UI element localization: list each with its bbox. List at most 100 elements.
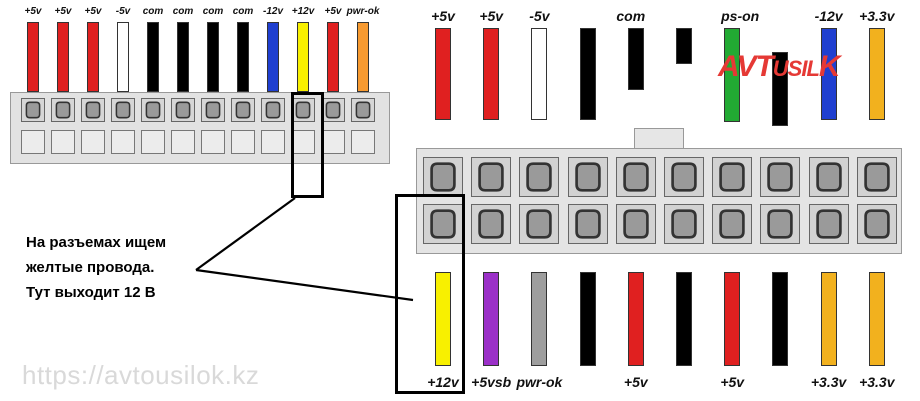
left-pin (351, 98, 375, 122)
left-wire-label: +5v (54, 6, 72, 17)
right-top-wire-label: -5v (529, 8, 550, 24)
right-bottom-wire-label: +5vsb (471, 374, 512, 390)
right-pin (664, 157, 704, 197)
left-wire (87, 22, 99, 92)
right-bottom-wire (772, 272, 789, 366)
left-wire-label: pwr-ok (346, 6, 380, 17)
right-bottom-wire (820, 272, 837, 366)
right-pin (567, 204, 608, 244)
left-pin-slot (261, 130, 285, 154)
left-wire (117, 22, 129, 92)
left-wire-label: com (142, 6, 164, 17)
right-bottom-wire-label: +12v (427, 374, 459, 390)
left-pin-slot (231, 130, 255, 154)
right-bottom-wire (676, 272, 692, 366)
left-wire-label: -12v (262, 6, 283, 17)
left-wire-label: +5v (84, 6, 102, 17)
right-bottom-wire-label: +5v (720, 374, 745, 390)
left-pin (261, 98, 285, 122)
left-wire-label: com (232, 6, 254, 17)
right-top-wire-label: +5v (431, 8, 455, 24)
brand-logo: AVTUSILK (718, 50, 841, 84)
left-wire (27, 22, 39, 92)
left-pin (201, 98, 225, 122)
left-pin (291, 98, 315, 122)
right-pin (615, 204, 656, 244)
left-pin-slot (21, 130, 45, 154)
right-pin (712, 204, 753, 244)
right-pin (423, 204, 463, 244)
right-top-wire (772, 52, 789, 126)
right-pin (519, 204, 560, 244)
left-pin (321, 98, 345, 122)
left-pin (111, 98, 135, 122)
left-wire (147, 22, 159, 92)
right-top-wire-label: com (616, 8, 646, 24)
right-bottom-wire-label: +3.3v (859, 374, 895, 390)
left-wire (237, 22, 249, 92)
left-wire (267, 22, 279, 92)
right-bottom-wire (627, 272, 644, 366)
right-top-wire (627, 28, 644, 90)
right-pin (471, 157, 512, 197)
pointer-line-left (195, 197, 296, 271)
left-pin-slot (111, 130, 135, 154)
right-top-wire (820, 28, 837, 120)
right-bottom-wire (724, 272, 741, 366)
right-pin (712, 157, 753, 197)
right-bottom-wire (579, 272, 596, 366)
right-pin (664, 204, 704, 244)
logo-part2: USIL (772, 56, 820, 81)
right-top-wire-label: +3.3v (859, 8, 895, 24)
left-wire-label: +12v (291, 6, 315, 17)
right-bottom-wire (531, 272, 548, 366)
left-pin-slot (81, 130, 105, 154)
left-wire (357, 22, 369, 92)
right-bottom-wire-label: +5v (623, 374, 648, 390)
pointer-line-right (195, 268, 414, 302)
right-pin (808, 204, 849, 244)
left-pin-slot (141, 130, 165, 154)
right-pin (808, 157, 849, 197)
right-bottom-wire-label: +3.3v (810, 374, 847, 390)
left-wire (327, 22, 339, 92)
right-pin (760, 157, 801, 197)
right-top-wire (868, 28, 885, 120)
right-top-wire (724, 28, 741, 122)
right-pin (615, 157, 656, 197)
right-yellow-highlight (395, 194, 465, 394)
left-wire-label: +5v (24, 6, 42, 17)
left-wire-label: -5v (115, 6, 131, 17)
right-pin (856, 157, 897, 197)
left-wire-label: com (202, 6, 224, 17)
instruction-note: На разъемах ищем желтые провода. Тут вых… (26, 234, 167, 301)
left-wire (177, 22, 189, 92)
left-wire (297, 22, 309, 92)
left-pin (141, 98, 165, 122)
left-yellow-highlight (291, 92, 324, 198)
right-pin (760, 204, 801, 244)
logo-part3: K (818, 50, 841, 83)
right-top-wire-label: ps-on (721, 8, 760, 24)
left-pin (81, 98, 105, 122)
right-pin (856, 204, 897, 244)
right-pin (519, 157, 560, 197)
right-top-wire (579, 28, 596, 120)
left-pin (171, 98, 195, 122)
right-top-wire-label: -12v (814, 8, 843, 24)
left-wire-label: com (172, 6, 194, 17)
right-pin (423, 157, 463, 197)
right-top-wire (435, 28, 451, 120)
right-bottom-wire (483, 272, 500, 366)
right-bottom-wire-label: pwr-ok (516, 374, 563, 390)
left-pin-slot (171, 130, 195, 154)
left-wire-label: +5v (324, 6, 342, 17)
logo-part1: AVT (718, 50, 774, 83)
right-pin (567, 157, 608, 197)
right-pin (471, 204, 512, 244)
left-pin (21, 98, 45, 122)
right-bottom-wire (435, 272, 451, 366)
right-top-wire (483, 28, 500, 120)
left-wire (207, 22, 219, 92)
